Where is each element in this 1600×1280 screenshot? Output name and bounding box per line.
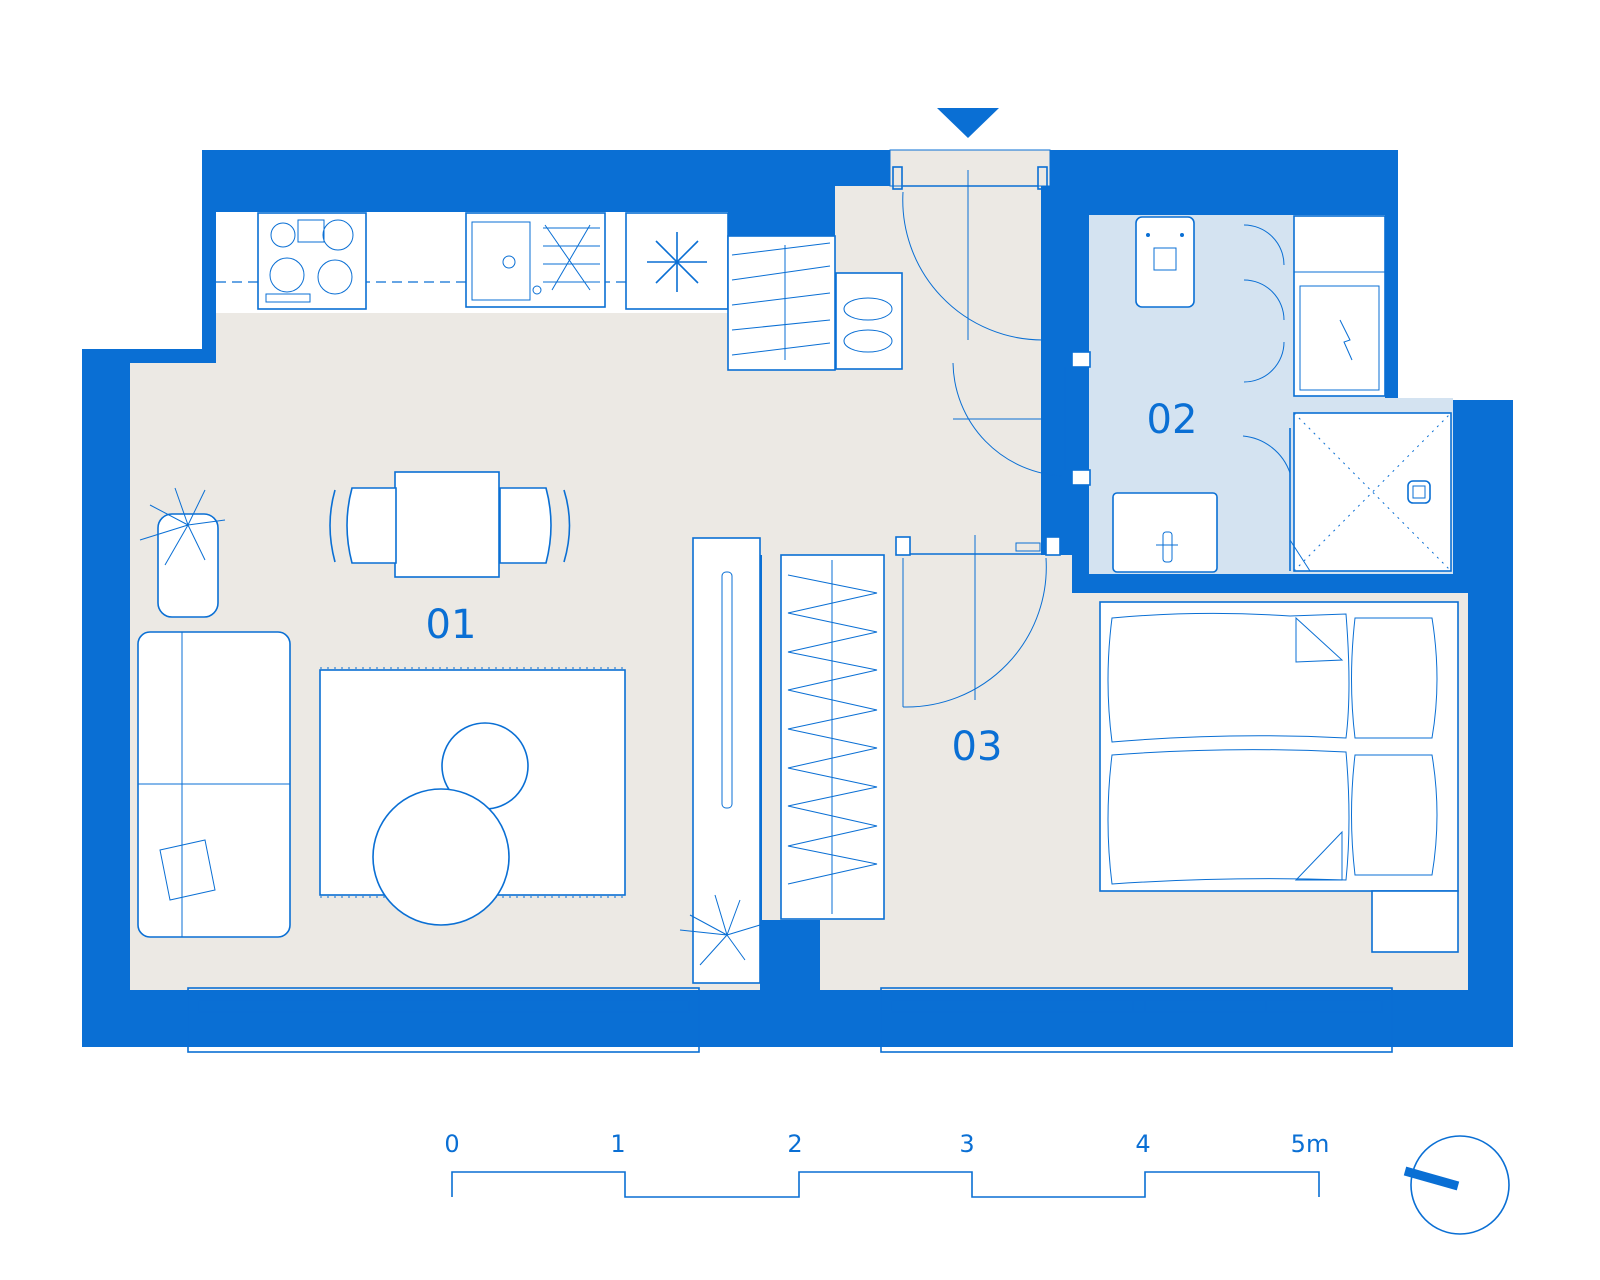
- bed: [1099, 601, 1459, 953]
- dining-table: [329, 471, 571, 578]
- bedroom-door: [895, 535, 1061, 708]
- scale-tick-0: 0: [444, 1130, 459, 1158]
- scale-tick-5m: 5m: [1291, 1130, 1330, 1158]
- scale-tick-2: 2: [787, 1130, 802, 1158]
- washing-machine: [1243, 215, 1386, 397]
- room-label-03: 03: [952, 724, 1003, 770]
- bathroom-door: [952, 351, 1091, 486]
- room-label-02: 02: [1147, 397, 1198, 443]
- scale-tick-1: 1: [610, 1130, 625, 1158]
- window-bedroom: [880, 987, 1393, 1053]
- sofa: [137, 631, 291, 938]
- coffee-tables: [372, 722, 529, 926]
- window-living: [187, 987, 700, 1053]
- entrance-arrow-icon: [937, 108, 999, 138]
- toilet: [1135, 216, 1195, 308]
- scale-bar: 0 1 2 3 4 5m: [444, 1130, 1330, 1198]
- kitchen-counter: [216, 212, 836, 371]
- washbasin: [1112, 492, 1218, 573]
- scale-tick-3: 3: [959, 1130, 974, 1158]
- scale-tick-4: 4: [1135, 1130, 1150, 1158]
- plant-pot: [139, 487, 226, 618]
- shelf-divider: [679, 537, 761, 984]
- entrance-door: [889, 149, 1051, 341]
- north-compass-icon: [1403, 1135, 1510, 1235]
- shower: [1242, 412, 1452, 572]
- wardrobe: [780, 554, 885, 920]
- room-label-01: 01: [426, 602, 477, 648]
- shoe-mat: [835, 272, 903, 370]
